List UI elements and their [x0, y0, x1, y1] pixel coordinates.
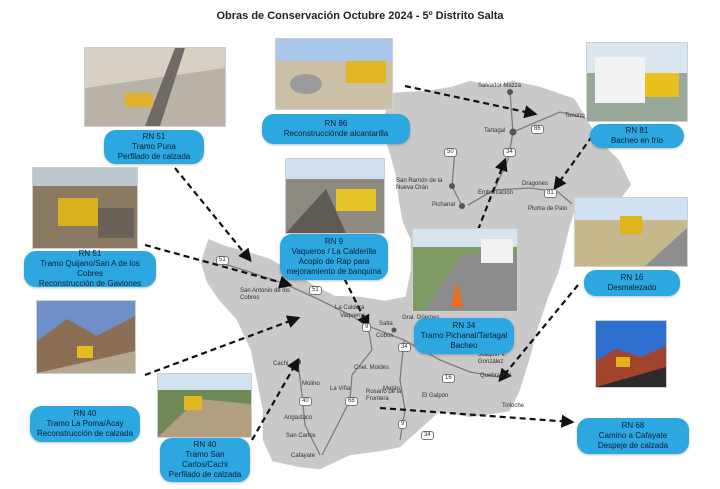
photo-rn86: [275, 38, 393, 110]
place-el-galpon: El Galpón: [422, 393, 449, 399]
place-metan: Metán: [383, 386, 400, 392]
road-shield-34: 34: [503, 148, 516, 157]
road-shield-81: 81: [544, 189, 557, 198]
road-shield-34c: 34: [421, 431, 434, 440]
place-angastaco: Angastaco: [284, 415, 313, 421]
photo-rn40-cachi: [157, 373, 252, 438]
arrow-rn68: [379, 406, 575, 428]
photo-rn51-puna: [84, 47, 226, 127]
place-quebrachal: Quebrachal: [480, 373, 512, 379]
photo-rn34: [412, 228, 518, 312]
road-shield-86: 86: [531, 125, 544, 134]
arrow-rn40-poma: [144, 315, 301, 377]
place-pichanal: Pichanal: [432, 202, 456, 208]
place-san-ramon: San Ramón de la Nueva Orán: [396, 178, 443, 191]
place-joaquin: Joaquín V. González: [478, 352, 507, 365]
road-shield-16: 16: [442, 374, 455, 383]
place-pluma-de-pato: Pluma de Pato: [528, 206, 568, 212]
road-shield-34b: 34: [398, 343, 411, 352]
place-vaqueros: Vaqueros: [340, 313, 366, 319]
arrow-rn34: [476, 157, 508, 231]
photo-rn40-poma: [36, 300, 136, 374]
arrow-rn51-quijano: [144, 243, 293, 289]
photo-rn81: [586, 42, 688, 122]
place-tartagal: Tartagal: [484, 128, 506, 134]
arrow-rn40-cachi: [251, 357, 300, 441]
place-la-caldera: La Caldera: [335, 305, 365, 311]
place-la-vina: La Viña: [330, 386, 351, 392]
road-shield-50: 50: [444, 148, 457, 157]
place-san-antonio: San Antonio de los Cobres: [240, 288, 291, 301]
arrow-rn86: [404, 84, 538, 119]
road-shield-68: 68: [345, 397, 358, 406]
photo-rn16: [574, 197, 688, 267]
place-salvador-mazza: Salvador Mazza: [478, 83, 522, 89]
place-rosario: Rosario de la Frontera: [366, 389, 402, 402]
photo-rn51-quijano: [32, 167, 138, 249]
place-salta: Salta: [379, 321, 393, 327]
road-shield-51b: 51: [309, 286, 322, 295]
road-shield-40: 40: [299, 397, 312, 406]
road-shield-9: 9: [362, 323, 372, 332]
photo-rn68: [595, 320, 667, 388]
place-cobos: Cobos: [376, 333, 394, 339]
road-shield-51a: 51: [216, 256, 229, 265]
place-embarcacion: Embarcación: [478, 190, 514, 196]
place-cnel-moldes: Cnel. Moldes: [354, 365, 390, 371]
place-tolloche: Tolloche: [502, 403, 525, 409]
road-shield-9b: 9: [398, 420, 408, 429]
page-title: Obras de Conservación Octubre 2024 - 5º …: [216, 10, 504, 22]
photo-rn9: [285, 158, 385, 234]
place-molino: Molino: [302, 381, 320, 387]
place-dragones: Dragones: [522, 181, 549, 187]
place-san-carlos: San Carlos: [286, 433, 316, 439]
place-tonono: Tonono: [565, 113, 585, 119]
arrow-rn16: [498, 284, 579, 383]
place-cachi: Cachi: [273, 361, 289, 367]
place-cafayate: Cafayate: [291, 453, 316, 459]
